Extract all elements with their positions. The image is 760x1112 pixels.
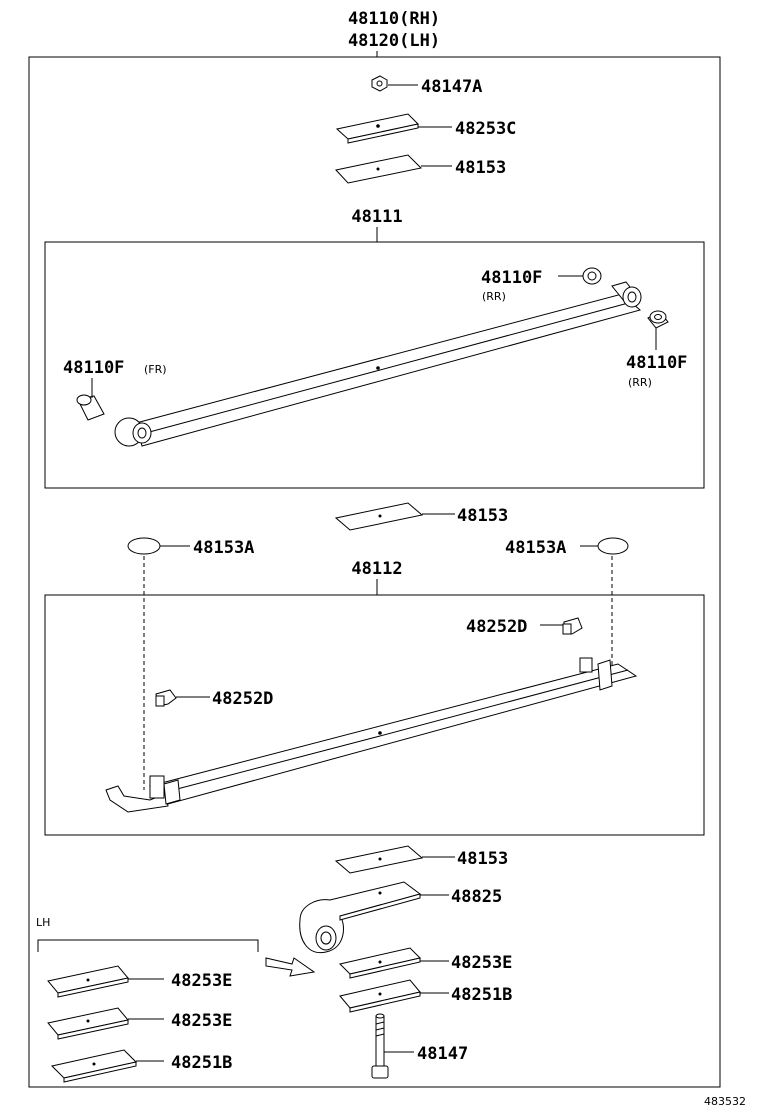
lh-plate-b-part — [51, 1049, 137, 1083]
lh-group-title: LH — [36, 916, 50, 929]
bushing-rr-top-note: (RR) — [482, 290, 506, 303]
bushing-rr-top-label: 48110F — [481, 268, 542, 288]
leaf-main-number: 48111 — [351, 207, 402, 227]
lh-plate-e1-label: 48253E — [171, 971, 232, 991]
insert-right-label: 48153A — [505, 538, 566, 558]
clip-left-part — [155, 689, 177, 707]
seat-mid-label: 48153 — [457, 506, 508, 526]
seat-upper-part — [335, 154, 423, 184]
insert-right-part — [597, 537, 629, 555]
seat-lower-part — [334, 845, 424, 874]
clip-right-label: 48252D — [466, 617, 527, 637]
bushing-fr-note: (FR) — [144, 363, 167, 376]
plate-48253e-part — [339, 947, 421, 979]
bushing-fr-part — [76, 394, 105, 421]
main-leaf-spring — [114, 281, 642, 447]
clip-right-part — [562, 617, 583, 635]
clip-left-label: 48252D — [212, 689, 273, 709]
nut-part — [371, 75, 388, 92]
seat-mid-part — [334, 502, 424, 531]
second-leaf-spring — [105, 657, 638, 813]
plate-48253e-label: 48253E — [451, 953, 512, 973]
bushing-rr-right-note: (RR) — [628, 376, 652, 389]
insert-left-label: 48153A — [193, 538, 254, 558]
arrow-icon — [265, 957, 316, 977]
bushing-rr-right-label: 48110F — [626, 353, 687, 373]
lh-group-bracket — [37, 939, 259, 952]
leaf-second-number: 48112 — [351, 559, 402, 579]
seat-upper-label: 48153 — [455, 158, 506, 178]
outer-frame — [28, 56, 721, 1088]
bolt-label: 48147 — [417, 1044, 468, 1064]
figure-id: 483532 — [704, 1095, 746, 1108]
leaf-second-frame — [44, 594, 705, 836]
plate-48251b-part — [339, 979, 421, 1013]
lh-plate-e2-label: 48253E — [171, 1011, 232, 1031]
helper-spring-label: 48825 — [451, 887, 502, 907]
plate-48253c-label: 48253C — [455, 119, 516, 139]
bushing-rr-right-part — [647, 310, 669, 329]
lh-plate-e2-part — [47, 1007, 129, 1040]
assembly-label-rh: 48110(RH) — [348, 9, 440, 29]
seat-lower-label: 48153 — [457, 849, 508, 869]
leaf-main-frame — [44, 241, 705, 489]
bolt-part — [371, 1013, 389, 1079]
plate-48253c-part — [335, 113, 420, 144]
bushing-fr-label: 48110F — [63, 358, 124, 378]
insert-left-part — [127, 537, 161, 555]
bushing-rr-top-part — [582, 267, 602, 285]
assembly-label-lh: 48120(LH) — [348, 31, 440, 51]
lh-plate-b-label: 48251B — [171, 1053, 232, 1073]
nut-label: 48147A — [421, 77, 482, 97]
plate-48251b-label: 48251B — [451, 985, 512, 1005]
lh-plate-e1-part — [47, 965, 129, 998]
helper-spring-part — [299, 881, 422, 954]
